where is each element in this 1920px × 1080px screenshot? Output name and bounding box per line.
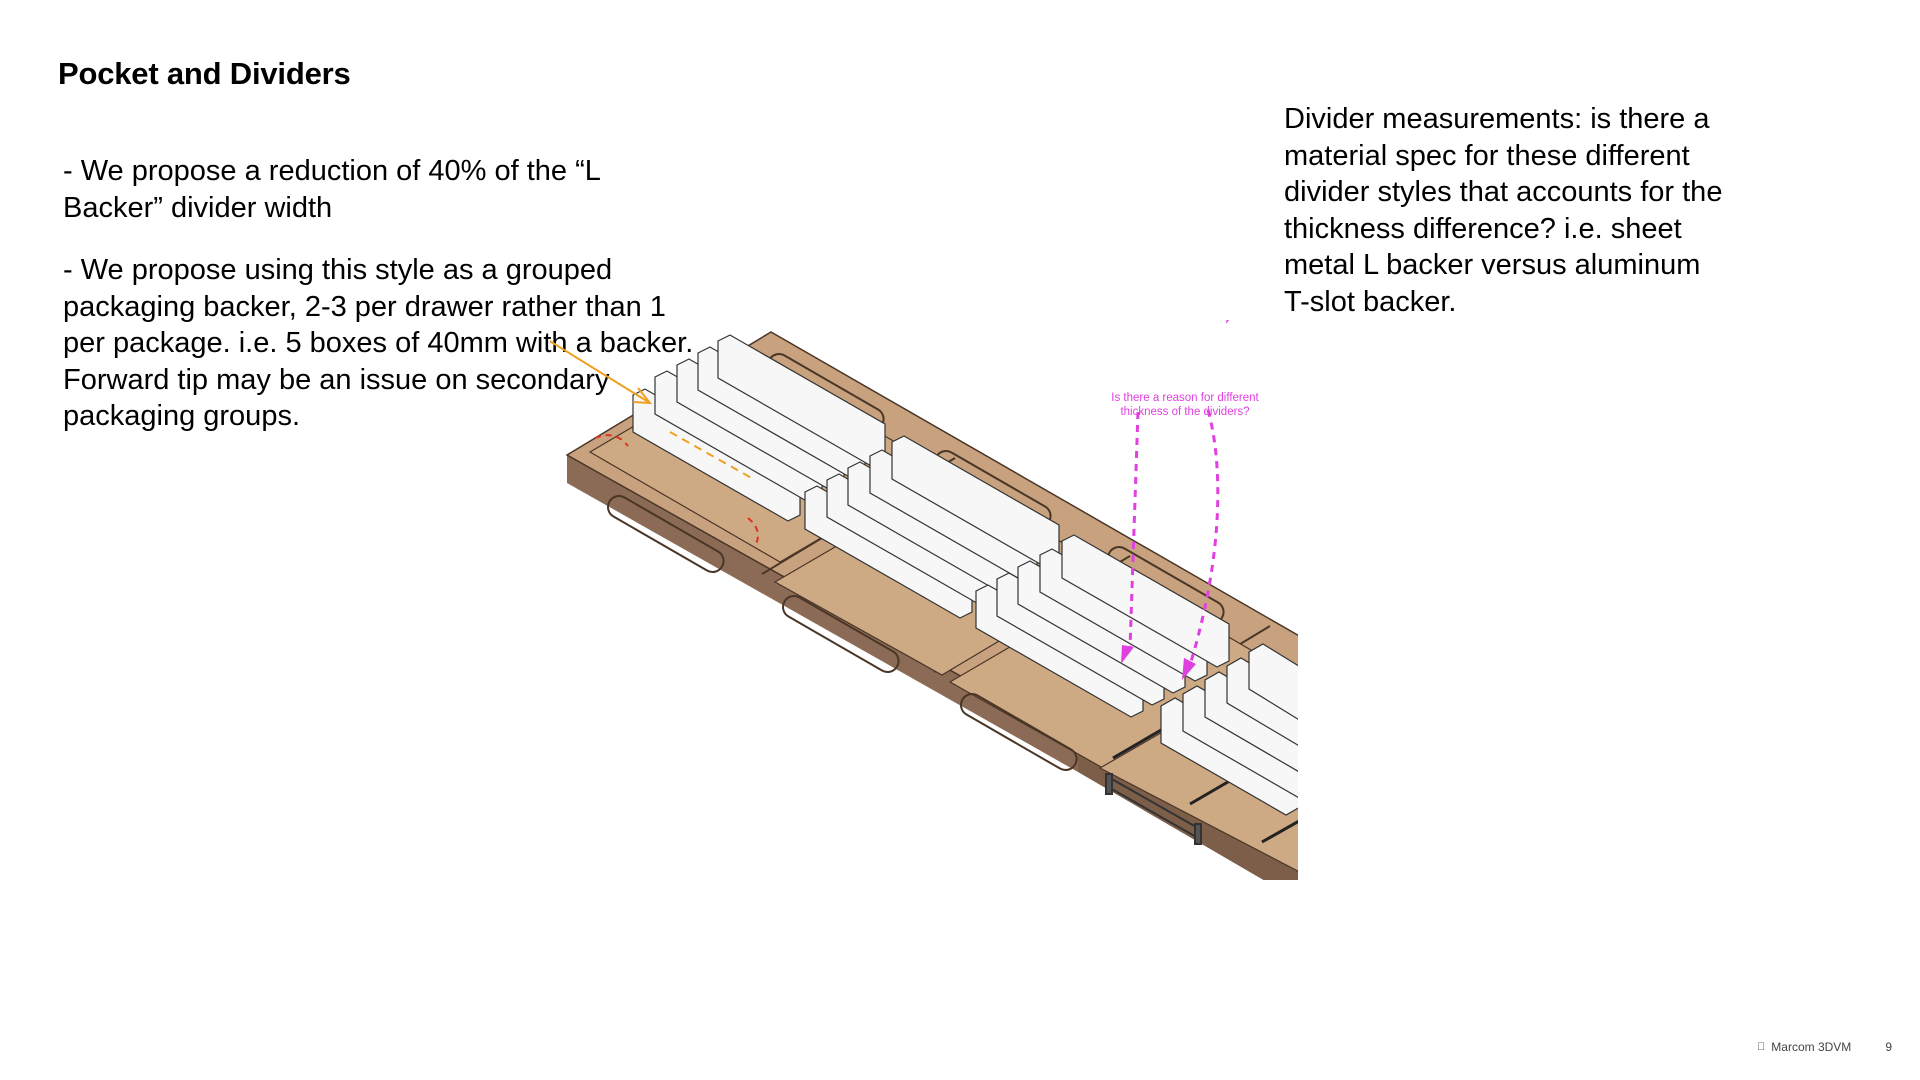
page-number: 9 [1885, 1040, 1892, 1054]
drawer-tray-illustration [550, 320, 1300, 880]
footer-brand: Marcom 3DVM [1771, 1040, 1852, 1054]
note-divider-width: - We propose a reduction of 40% of the “… [63, 155, 600, 224]
tray-front-side [567, 455, 1078, 772]
left-notes: - We propose a reduction of 40% of the “… [63, 153, 703, 461]
divider-thickness-callout: Is there a reason for different thicknes… [1111, 392, 1259, 418]
note-grouped-backer: - We propose using this style as a group… [63, 254, 694, 432]
slide-footer:  Marcom 3DVM 9 [1757, 1040, 1892, 1054]
apple-logo-icon:  [1757, 1041, 1765, 1053]
slide-title: Pocket and Dividers [58, 56, 351, 91]
divider-measurements-note: Divider measurements: is there a materia… [1284, 103, 1723, 318]
